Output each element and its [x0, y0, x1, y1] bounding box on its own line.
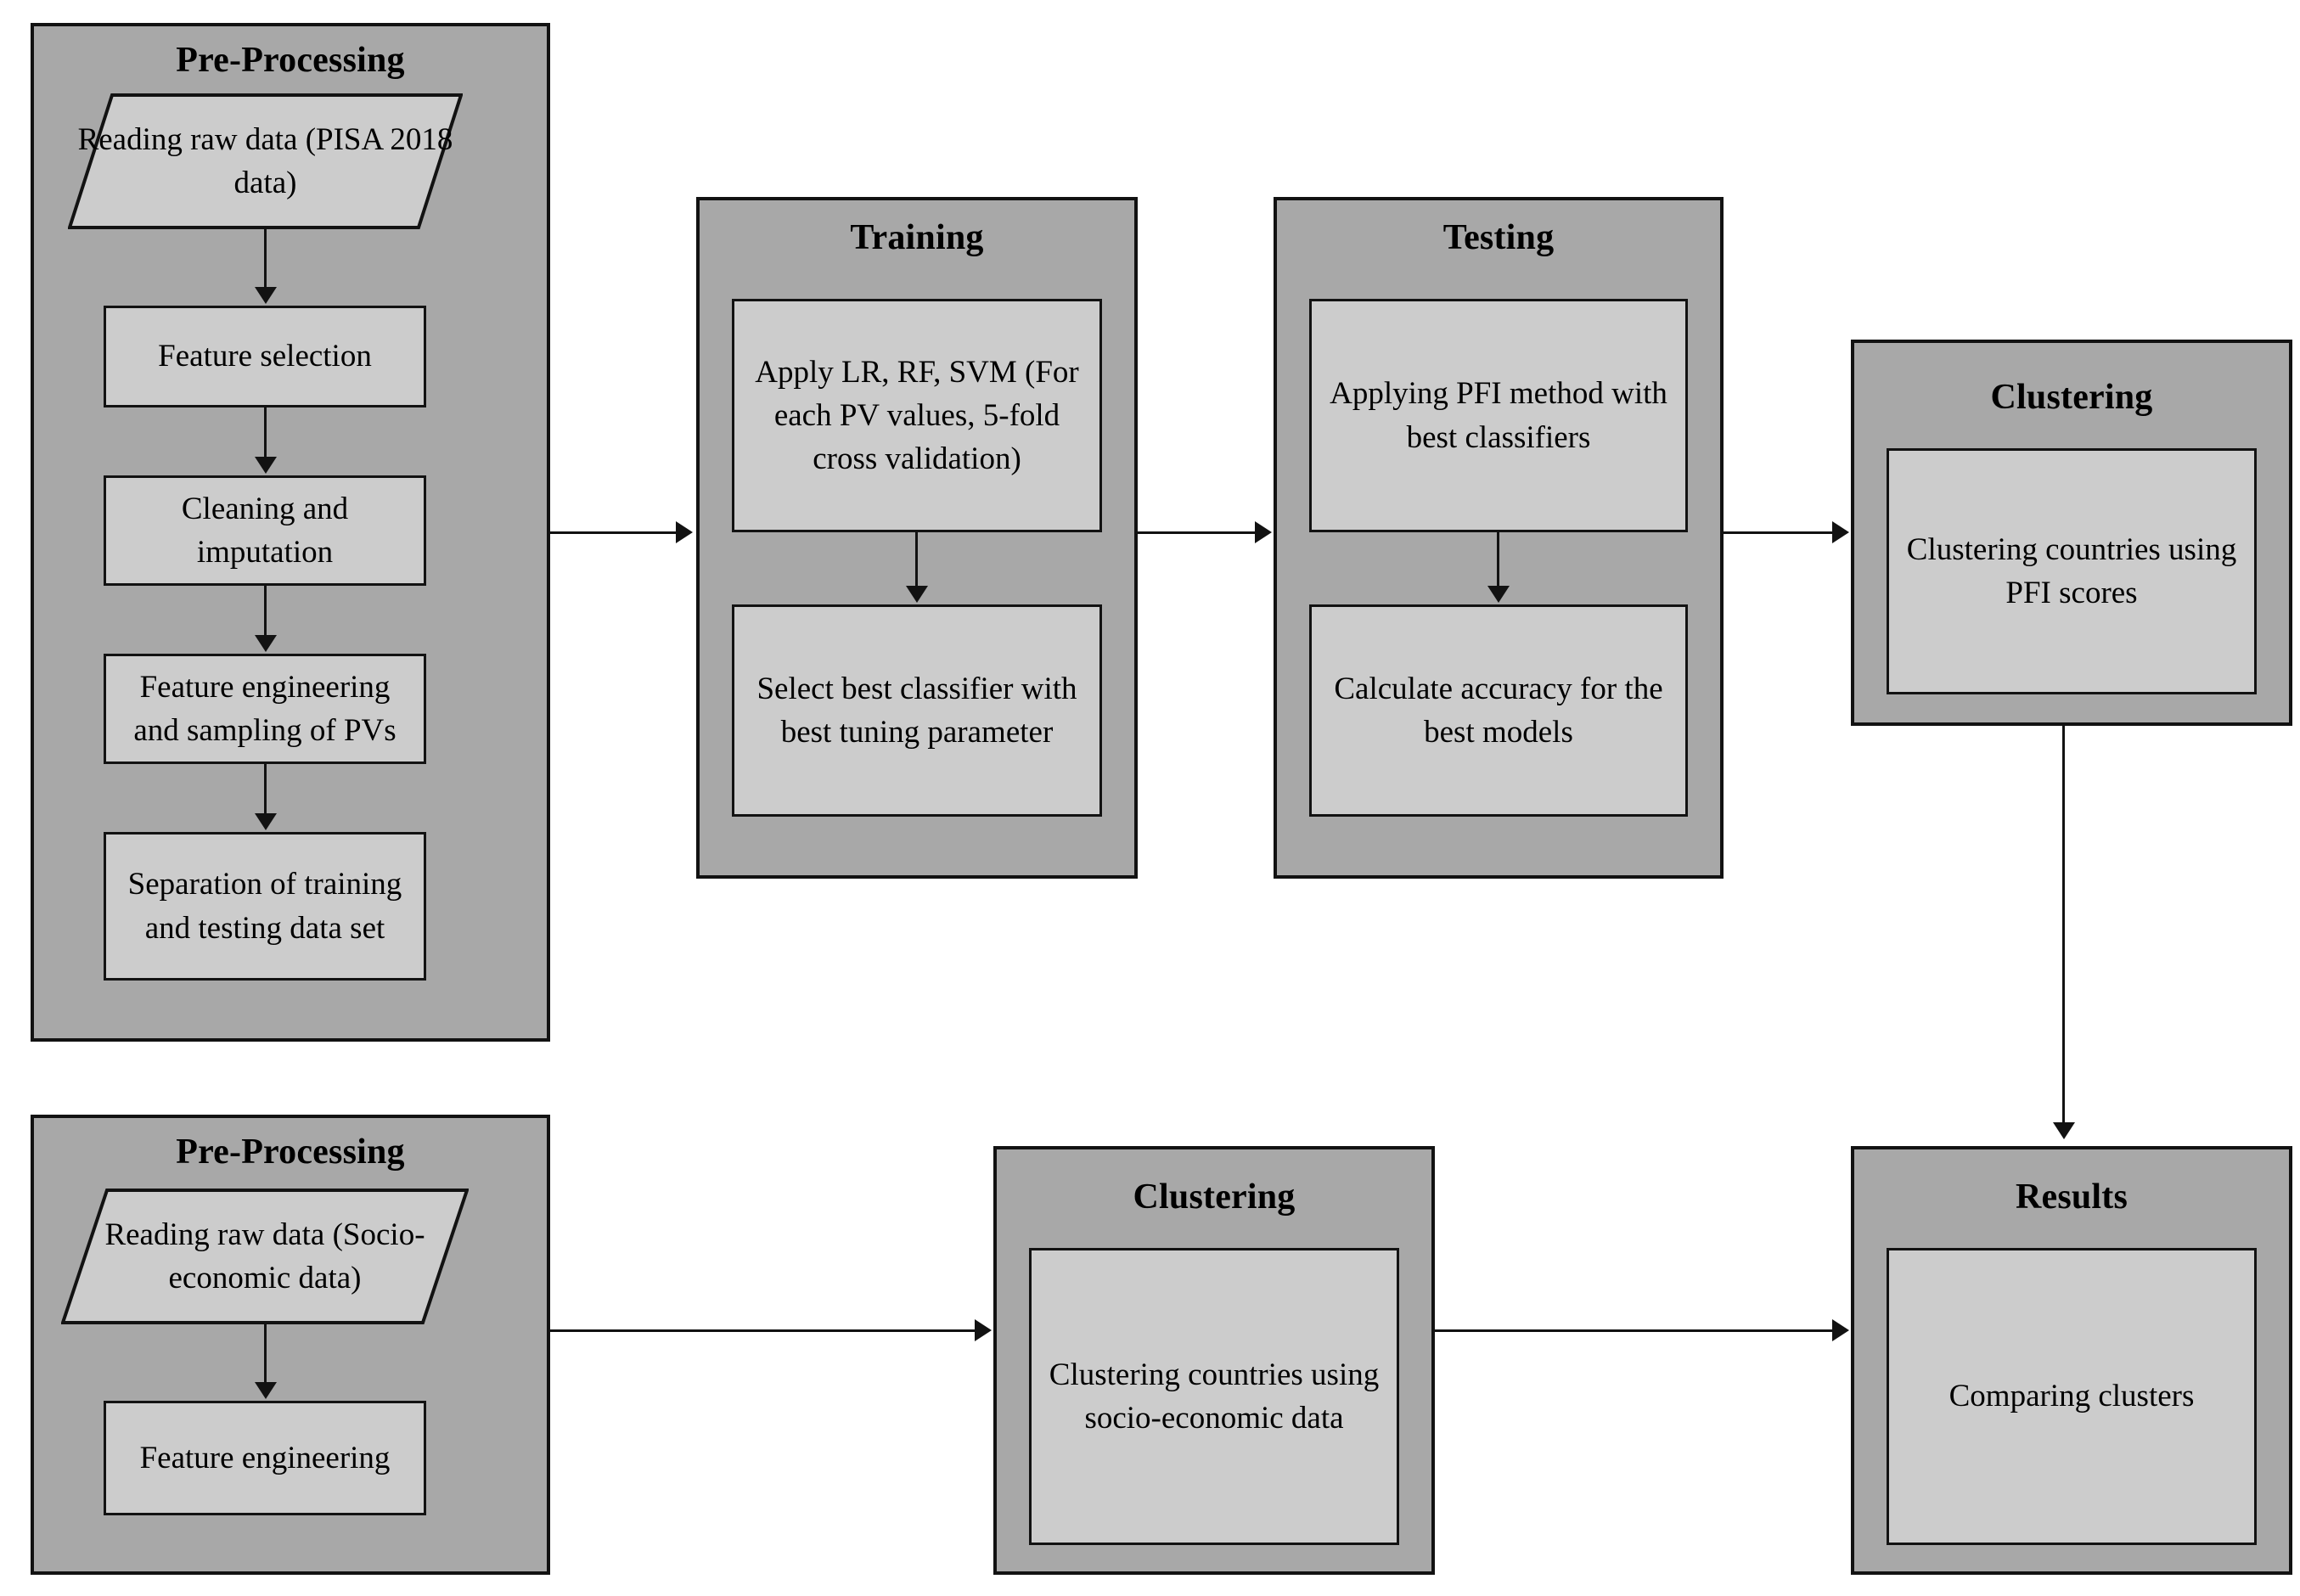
- node-select-best-classifier: Select best classifier with best tuning …: [732, 604, 1102, 817]
- connector-line: [1497, 532, 1499, 592]
- panel-title-results: Results: [2015, 1177, 2128, 1217]
- node-feature-engineering-socio: Feature engineering: [104, 1401, 426, 1515]
- panel-title-preprocessing-top: Pre-Processing: [176, 41, 405, 80]
- node-label-feature-engineering-socio: Feature engineering: [139, 1440, 391, 1475]
- node-label-applying-pfi: Applying PFI method with best classifier…: [1330, 376, 1667, 455]
- connector-line: [264, 1324, 267, 1388]
- connector-line-clustering-to-results: [2062, 726, 2065, 1129]
- parallelogram-shape: [68, 93, 463, 229]
- connector-arrowhead: [1832, 521, 1849, 543]
- connector-arrowhead: [975, 1319, 992, 1341]
- node-comparing-clusters: Comparing clusters: [1887, 1248, 2257, 1545]
- panel-title-testing: Testing: [1442, 218, 1555, 257]
- connector-arrowhead: [255, 813, 277, 830]
- node-label-reading-raw-data-socio: Reading raw data (Socio-economic data): [104, 1217, 425, 1295]
- node-label-apply-classifiers: Apply LR, RF, SVM (For each PV values, 5…: [755, 354, 1079, 477]
- connector-arrowhead: [906, 586, 928, 603]
- connector-line-clustering-to-results-h: [1435, 1329, 1834, 1332]
- connector-line: [264, 229, 267, 293]
- connector-line-training-to-testing: [1138, 531, 1257, 534]
- connector-arrowhead: [1255, 521, 1272, 543]
- node-label-clustering-socio-economic: Clustering countries using socio-economi…: [1049, 1357, 1380, 1436]
- connector-line-testing-to-clustering: [1724, 531, 1834, 534]
- panel-title-clustering-top: Clustering: [1990, 378, 2153, 417]
- node-apply-classifiers: Apply LR, RF, SVM (For each PV values, 5…: [732, 299, 1102, 532]
- node-separation-train-test: Separation of training and testing data …: [104, 832, 426, 981]
- connector-arrowhead: [1487, 586, 1510, 603]
- node-label-comparing-clusters: Comparing clusters: [1949, 1379, 2195, 1414]
- connector-line-preprocessing-to-clustering: [550, 1329, 976, 1332]
- node-label-calculate-accuracy: Calculate accuracy for the best models: [1334, 671, 1663, 750]
- node-clustering-pfi-scores: Clustering countries using PFI scores: [1887, 448, 2257, 694]
- connector-arrowhead: [676, 521, 693, 543]
- connector-arrowhead: [255, 287, 277, 304]
- panel-title-preprocessing-bottom: Pre-Processing: [176, 1132, 405, 1172]
- node-clustering-socio-economic: Clustering countries using socio-economi…: [1029, 1248, 1399, 1545]
- connector-arrowhead: [255, 457, 277, 474]
- connector-arrowhead: [255, 1382, 277, 1399]
- node-reading-raw-data-pisa: Reading raw data (PISA 2018 data): [68, 93, 463, 229]
- node-label-feature-engineering-pvs: Feature engineering and sampling of PVs: [133, 669, 396, 748]
- connector-arrowhead: [1832, 1319, 1849, 1341]
- panel-title-training: Training: [850, 218, 984, 257]
- parallelogram-shape: [61, 1189, 469, 1324]
- connector-arrowhead: [255, 635, 277, 652]
- node-label-select-best-classifier: Select best classifier with best tuning …: [756, 671, 1077, 750]
- connector-line: [264, 764, 267, 819]
- node-label-feature-selection: Feature selection: [158, 339, 372, 374]
- node-calculate-accuracy: Calculate accuracy for the best models: [1309, 604, 1688, 817]
- node-feature-engineering-pvs: Feature engineering and sampling of PVs: [104, 654, 426, 764]
- connector-arrowhead: [2053, 1122, 2075, 1139]
- node-label-clustering-pfi-scores: Clustering countries using PFI scores: [1906, 531, 2237, 610]
- node-feature-selection: Feature selection: [104, 306, 426, 407]
- node-label-reading-raw-data-pisa: Reading raw data (PISA 2018 data): [77, 121, 453, 200]
- node-reading-raw-data-socio: Reading raw data (Socio-economic data): [61, 1189, 469, 1324]
- connector-line: [264, 407, 267, 463]
- node-label-separation-train-test: Separation of training and testing data …: [127, 867, 402, 946]
- node-applying-pfi: Applying PFI method with best classifier…: [1309, 299, 1688, 532]
- connector-line: [915, 532, 918, 592]
- connector-line: [264, 586, 267, 641]
- node-label-cleaning-imputation: Cleaning and imputation: [181, 491, 349, 570]
- panel-title-clustering-bottom: Clustering: [1133, 1177, 1296, 1217]
- connector-line-preprocessing-to-training: [550, 531, 678, 534]
- node-cleaning-imputation: Cleaning and imputation: [104, 475, 426, 586]
